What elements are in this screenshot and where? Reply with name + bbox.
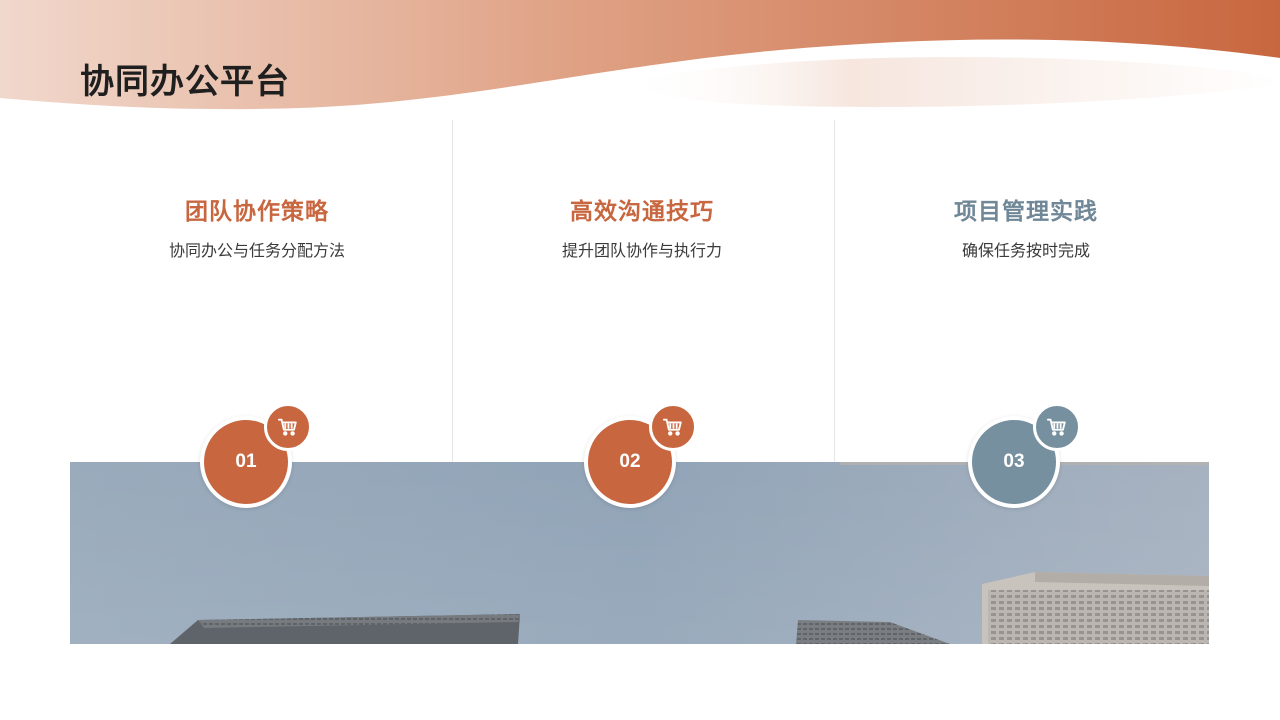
- column-3-title: 项目管理实践: [954, 199, 1098, 225]
- column-divider: [452, 120, 453, 462]
- cart-icon: [264, 403, 312, 451]
- column-divider: [834, 120, 835, 462]
- column-1-title: 团队协作策略: [185, 199, 329, 225]
- cart-icon: [649, 403, 697, 451]
- page-title: 协同办公平台: [80, 62, 290, 102]
- column-3: 项目管理实践 确保任务按时完成: [836, 190, 1216, 266]
- header-wave-decoration: [0, 0, 1280, 110]
- column-2-subtitle: 提升团队协作与执行力: [561, 241, 722, 260]
- column-1-subtitle: 协同办公与任务分配方法: [168, 241, 345, 260]
- cart-icon: [1033, 403, 1081, 451]
- column-1: 团队协作策略 协同办公与任务分配方法: [67, 190, 447, 266]
- column-2: 高效沟通技巧 提升团队协作与执行力: [452, 190, 832, 266]
- column-2-title: 高效沟通技巧: [570, 199, 714, 225]
- column-3-subtitle: 确保任务按时完成: [961, 241, 1090, 260]
